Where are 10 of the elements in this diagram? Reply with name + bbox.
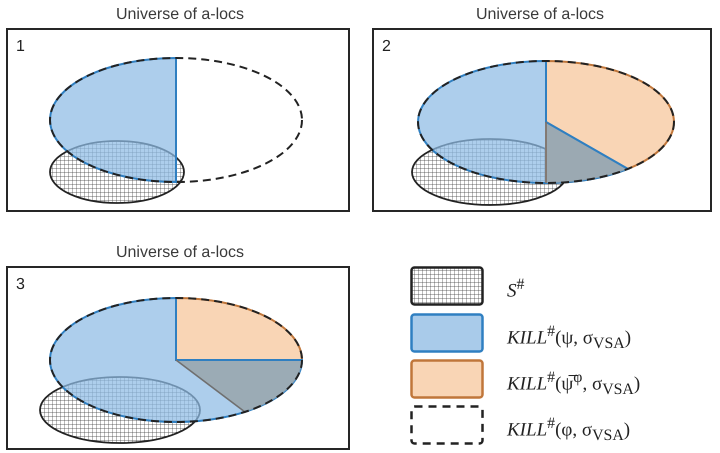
legend-label: KILL$^{#}$(ψ̅$^{φ}$, σ$_{VSA}$) [507, 368, 640, 400]
panel-number: 3 [16, 276, 25, 294]
panel-number: 2 [382, 38, 391, 56]
panel-title: Universe of a-locs [116, 244, 244, 262]
panel-title: Universe of a-locs [476, 6, 604, 24]
legend-label: KILL$^{#}$(φ, σ$_{VSA}$) [507, 414, 630, 446]
panel-title: Universe of a-locs [116, 6, 244, 24]
legend-label: S$^{#}$ [507, 275, 524, 302]
panel-number: 1 [16, 38, 25, 56]
legend-label: KILL$^{#}$(ψ, σ$_{VSA}$) [507, 322, 632, 354]
